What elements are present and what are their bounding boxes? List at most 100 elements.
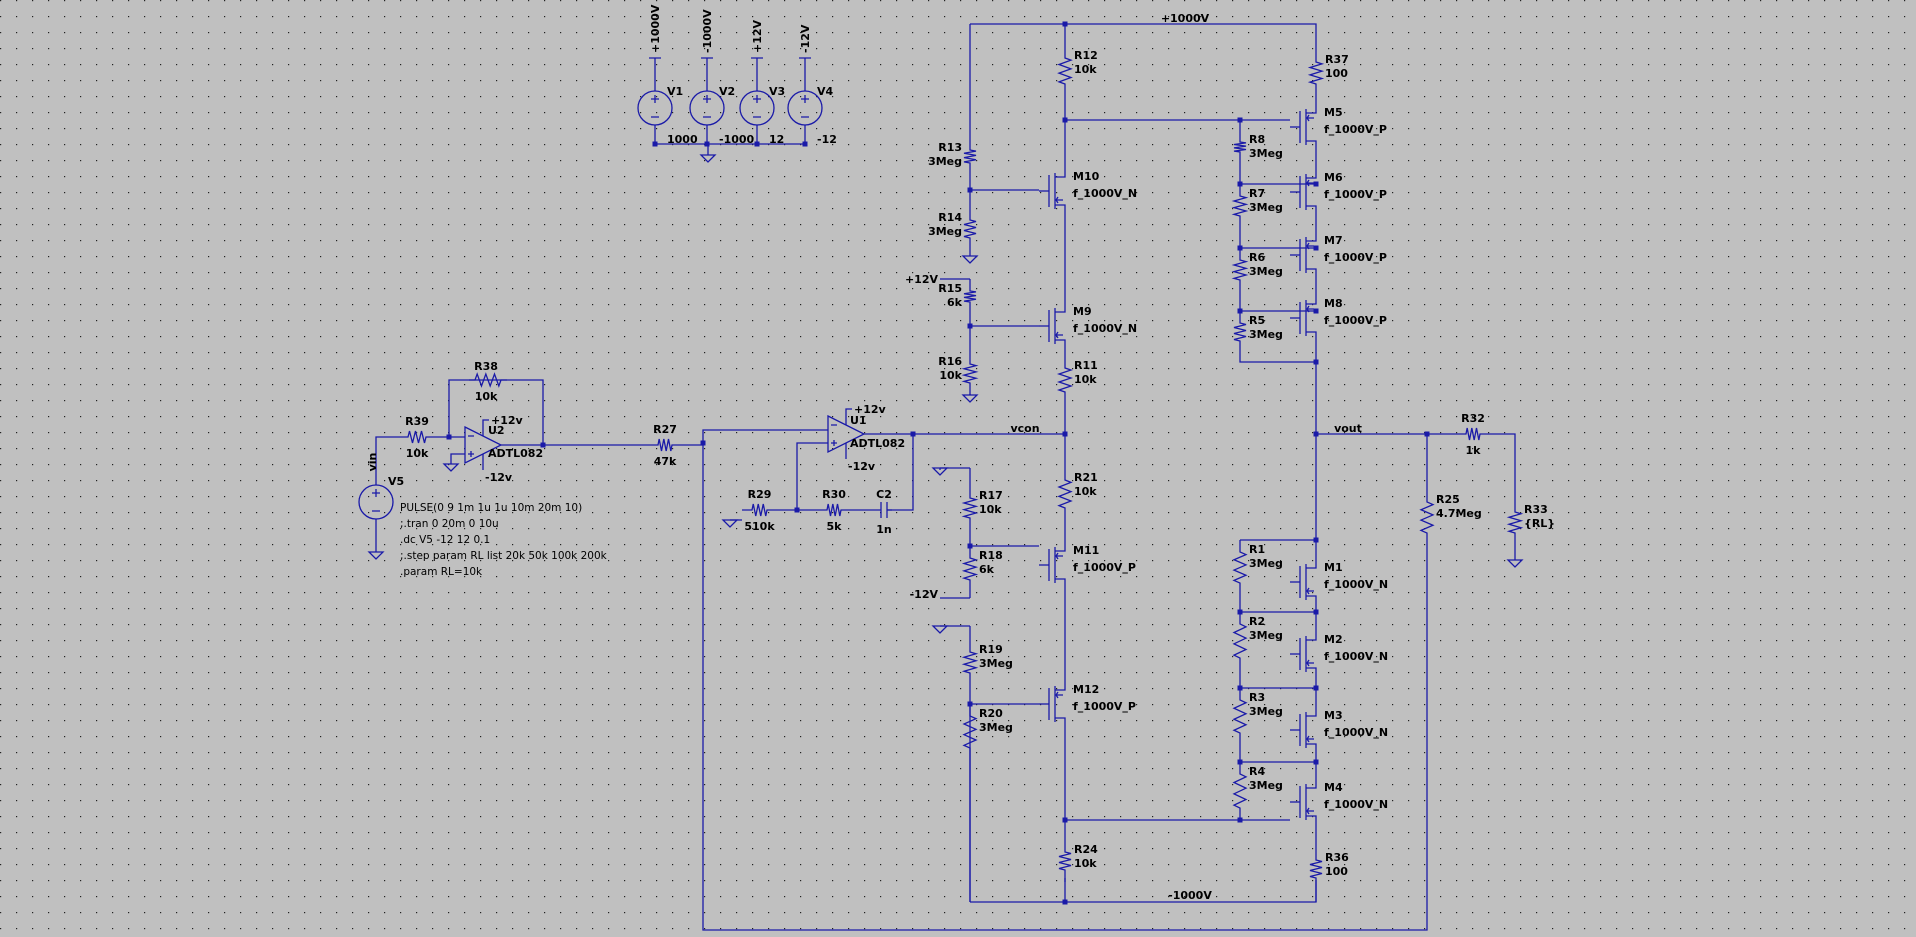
junction-dot	[1062, 899, 1068, 905]
resistor-symbol	[1419, 490, 1435, 545]
ground-icon	[961, 255, 979, 264]
mosfet-m8[interactable]: M8f_1000V_P	[1290, 296, 1387, 340]
mosfet-m9[interactable]: M9f_1000V_N	[1039, 296, 1137, 356]
voltage-source-v2[interactable]: V2-1000-1000V	[689, 9, 755, 146]
resistor-symbol	[1058, 840, 1072, 882]
mosfet-m6[interactable]: M6f_1000V_P	[1290, 170, 1387, 214]
resistor-ref: R12	[1074, 49, 1098, 62]
components: V11000+1000VV2-1000-1000VV312+12VV4-12-1…	[358, 4, 1555, 890]
mosfet-m2[interactable]: M2f_1000V_N	[1290, 632, 1388, 676]
resistor-ref: R32	[1461, 412, 1485, 425]
spice-directives[interactable]: PULSE(0 9 1m 1u 1u 10m 20m 10);.tran 0 2…	[400, 502, 608, 578]
ground-icon	[367, 551, 385, 560]
voltage-source-ref: V3	[769, 85, 785, 98]
voltage-source-v5[interactable]: V5	[358, 475, 404, 520]
junction-dot	[1062, 431, 1068, 437]
resistor-ref: R17	[979, 489, 1003, 502]
opamp-input-signs	[468, 435, 474, 457]
mosfet-leads	[1055, 160, 1066, 222]
mosfet-ref: M7	[1324, 234, 1343, 247]
mosfet-m5[interactable]: M5f_1000V_P	[1290, 105, 1387, 149]
resistor-ref: R36	[1325, 851, 1349, 864]
mosfet-arrow-icon	[1306, 735, 1314, 743]
resistor-r33[interactable]: R33{RL}	[1506, 500, 1555, 545]
wires	[375, 23, 1516, 931]
mosfet-arrow-icon	[1306, 114, 1314, 122]
spice-directive: ;.step param RL list 20k 50k 100k 200k	[400, 550, 608, 562]
voltage-source-v4[interactable]: V4-12-12V	[787, 24, 837, 146]
resistor-value: 3Meg	[1249, 328, 1283, 341]
resistor-symbol	[1233, 130, 1247, 164]
resistor-ref: R3	[1249, 691, 1265, 704]
wire	[1239, 353, 1316, 363]
mosfet-leads	[1306, 105, 1317, 149]
resistor-ref: R5	[1249, 314, 1265, 327]
mosfet-m1[interactable]: M1f_1000V_N	[1290, 560, 1388, 604]
mosfet-leads	[1306, 780, 1317, 824]
mosfet-model: f_1000V_N	[1324, 650, 1388, 663]
voltage-source-value: 12	[769, 133, 784, 146]
resistor-symbol	[1456, 427, 1490, 441]
resistor-ref: R38	[474, 360, 498, 373]
resistor-symbol	[1232, 612, 1248, 670]
source-lead	[751, 57, 763, 91]
mosfet-m3[interactable]: M3f_1000V_N	[1290, 708, 1388, 752]
mosfet-model: f_1000V_N	[1073, 322, 1137, 335]
mosfet-m4[interactable]: M4f_1000V_N	[1290, 780, 1388, 824]
mosfet-arrow-icon	[1306, 587, 1314, 595]
mosfet-model: f_1000V_N	[1324, 798, 1388, 811]
resistor-value: 3Meg	[1249, 705, 1283, 718]
spice-directive: .dc V5 -12 12 0.1	[400, 534, 490, 546]
mosfet-leads	[1055, 296, 1066, 356]
junction-dot	[1313, 245, 1319, 251]
mosfet-m7[interactable]: M7f_1000V_P	[1290, 233, 1387, 277]
resistor-symbol	[1233, 311, 1247, 353]
voltage-source-ref: V5	[388, 475, 404, 488]
voltage-source-ref: V2	[719, 85, 735, 98]
mosfet-leads	[1055, 534, 1066, 596]
resistor-value: 10k	[939, 369, 962, 382]
opamp-supply-leads	[482, 419, 489, 470]
resistor-value: 100	[1325, 67, 1348, 80]
